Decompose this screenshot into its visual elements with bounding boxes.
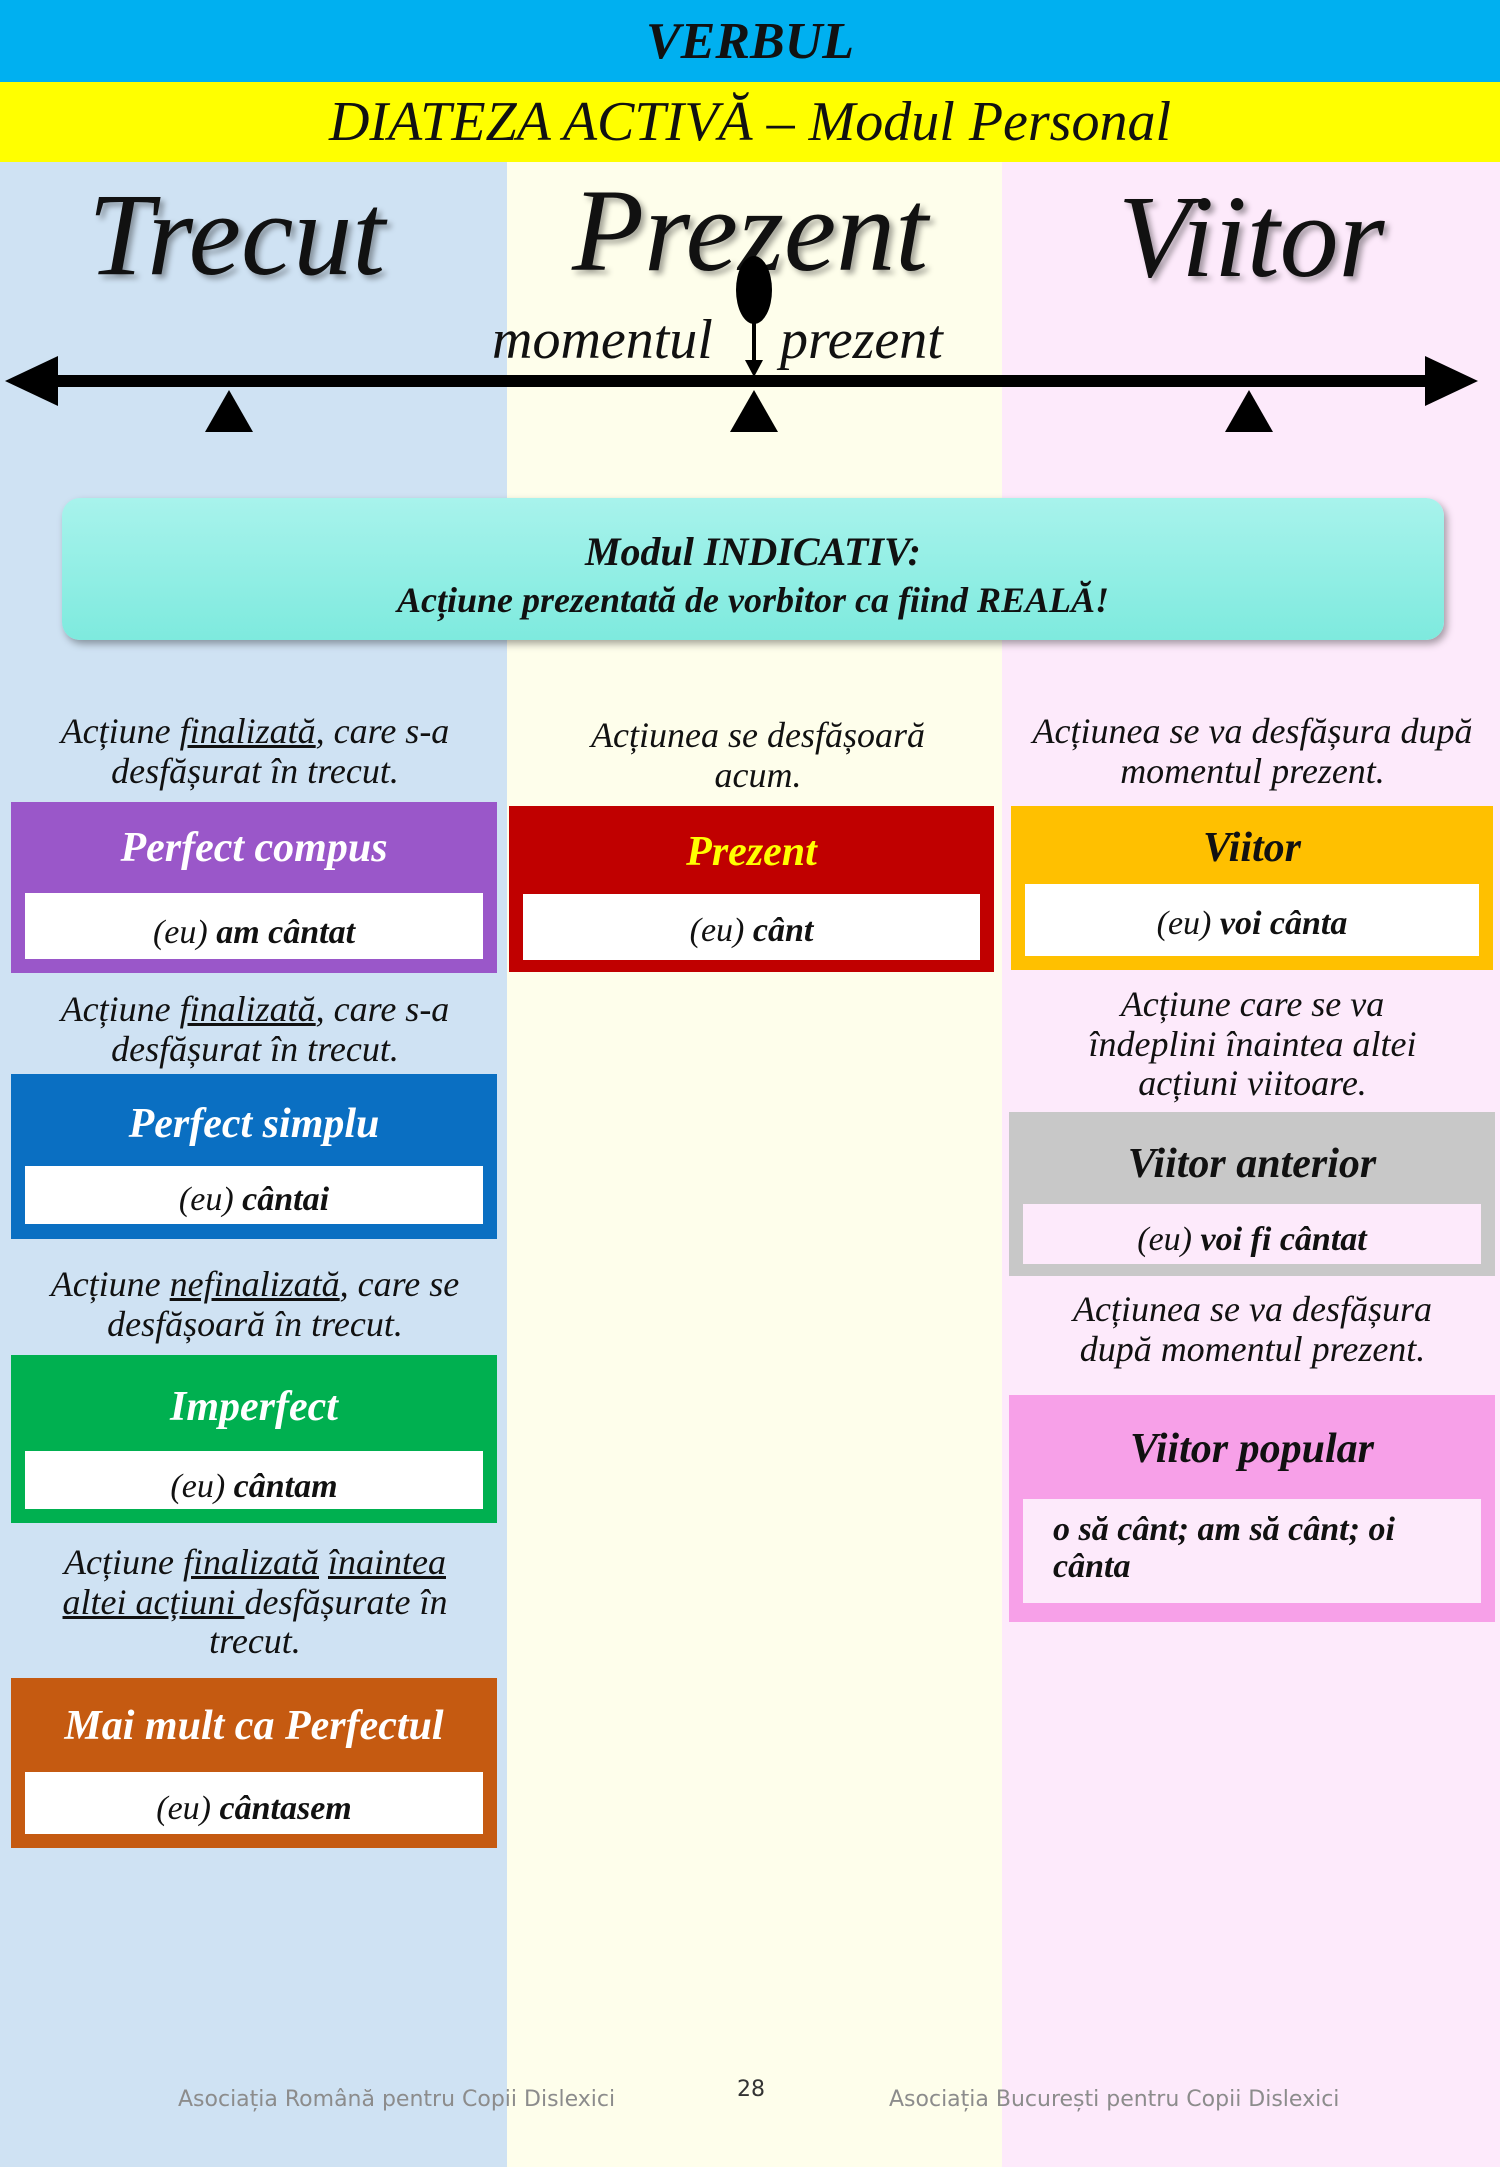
page-title: VERBUL <box>0 0 1500 82</box>
indicative-banner: Modul INDICATIV: Acțiune prezentată de v… <box>62 498 1444 640</box>
tense-name: Perfect compus <box>120 825 388 871</box>
tense-example: o să cânt; am să cânt; oi cânta <box>1023 1499 1481 1603</box>
past-label: Trecut <box>88 169 386 300</box>
footer-left: Asociația Română pentru Copii Dislexici <box>178 2087 616 2112</box>
tense-mai-mult-ca-perfectul: Mai mult ca Perfectul (eu) cântasem <box>11 1678 497 1848</box>
tense-perfect-compus: Perfect compus (eu) am cântat <box>11 802 497 973</box>
tense-example: (eu) cântam <box>25 1451 483 1509</box>
tense-name: Viitor anterior <box>1127 1141 1377 1187</box>
tense-viitor-popular: Viitor popular o să cânt; am să cânt; oi… <box>1009 1395 1495 1622</box>
tense-prezent: Prezent (eu) cânt <box>509 806 994 972</box>
future-desc-3: Acțiunea se va desfășura după momentul p… <box>1073 1289 1432 1369</box>
tense-example: (eu) cânt <box>523 894 980 960</box>
present-moment-arrow-icon <box>745 360 763 377</box>
tense-name: Viitor <box>1202 825 1302 871</box>
past-marker-icon <box>205 390 253 432</box>
tense-example: (eu) cântasem <box>25 1772 483 1834</box>
past-desc-3: Acțiune nefinalizată, care se desfășoară… <box>50 1264 460 1344</box>
future-marker-icon <box>1225 390 1273 432</box>
future-desc-1: Acțiunea se va desfășura după momentul p… <box>1032 711 1473 791</box>
tense-name: Prezent <box>686 829 817 875</box>
page-number: 28 <box>737 2077 765 2102</box>
tense-name: Viitor popular <box>1130 1426 1374 1472</box>
present-marker-icon <box>730 390 778 432</box>
timeline-right-arrow-icon <box>1425 356 1478 406</box>
banner-text: Acțiune prezentată de vorbitor ca fiind … <box>396 580 1110 620</box>
tense-viitor-anterior: Viitor anterior (eu) voi fi cântat <box>1009 1112 1495 1276</box>
past-desc-1: Acțiune finalizată, care s-a desfășurat … <box>60 711 450 791</box>
present-desc: Acțiunea se desfășoară acum. <box>591 715 925 795</box>
page-subtitle: DIATEZA ACTIVĂ – Modul Personal <box>0 82 1500 162</box>
tense-name: Mai mult ca Perfectul <box>64 1703 444 1749</box>
tense-example: (eu) am cântat <box>25 893 483 959</box>
footer-right: Asociația București pentru Copii Dislexi… <box>889 2087 1340 2112</box>
tense-example: (eu) voi fi cântat <box>1023 1204 1481 1264</box>
tense-perfect-simplu: Perfect simplu (eu) cântai <box>11 1074 497 1239</box>
moment-label-left: momentul <box>492 309 713 371</box>
tense-imperfect: Imperfect (eu) cântam <box>11 1355 497 1523</box>
tense-name: Perfect simplu <box>128 1101 380 1147</box>
future-label: Viitor <box>1118 171 1385 302</box>
present-column-bg <box>507 162 1002 2167</box>
banner-title: Modul INDICATIV: <box>584 529 921 574</box>
timeline-axis <box>5 256 1478 432</box>
future-desc-2: Acțiune care se va îndeplini înaintea al… <box>1088 984 1417 1104</box>
tense-example: (eu) voi cânta <box>1025 884 1479 956</box>
moment-label-right: prezent <box>780 309 943 371</box>
timeline-left-arrow-icon <box>5 356 58 406</box>
present-moment-dot-icon <box>736 256 772 324</box>
tense-name: Imperfect <box>170 1384 338 1430</box>
past-desc-2: Acțiune finalizată, care s-a desfășurat … <box>60 989 450 1069</box>
tense-viitor: Viitor (eu) voi cânta <box>1011 806 1493 970</box>
tense-example: (eu) cântai <box>25 1166 483 1224</box>
